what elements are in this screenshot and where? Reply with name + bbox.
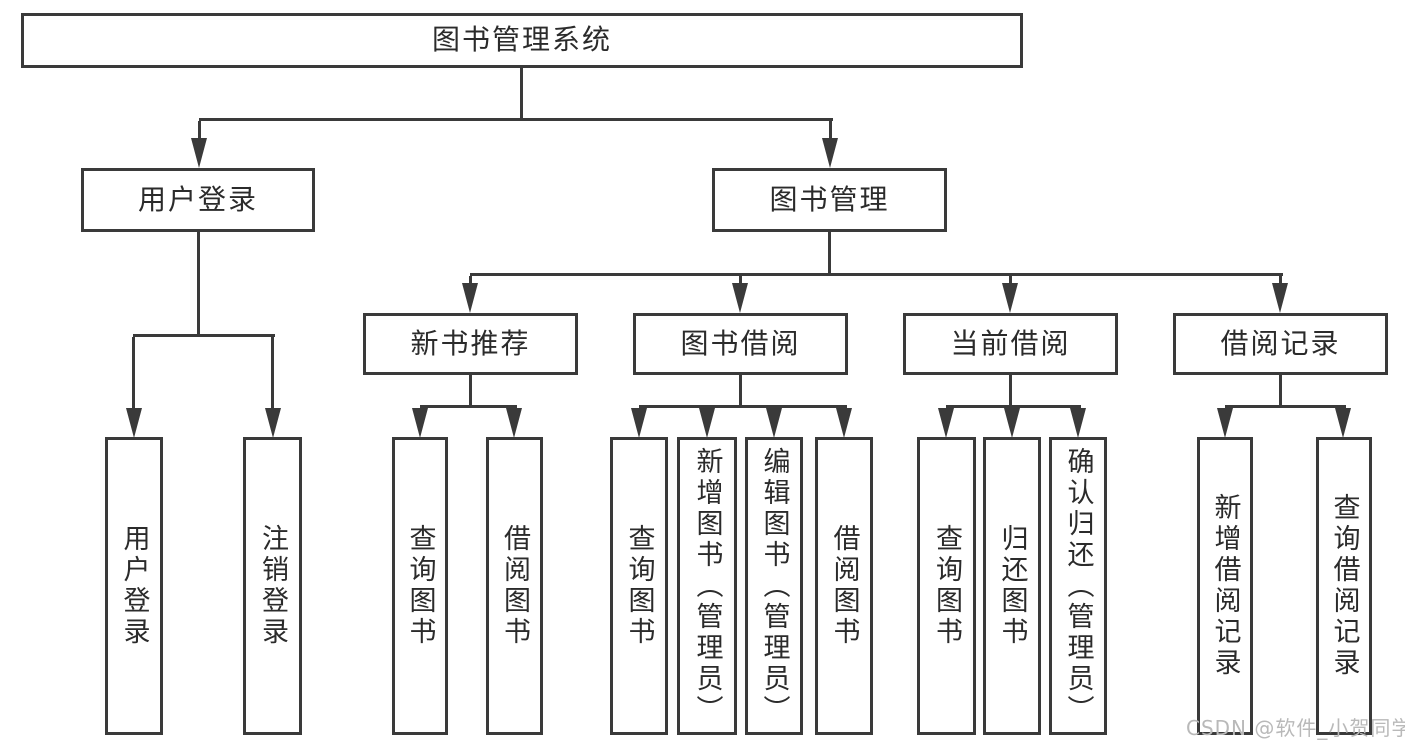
leaf-add-books-admin: 新增图书（管理员） <box>677 437 737 735</box>
connector-line <box>132 337 135 408</box>
node-user-login: 用户登录 <box>81 168 315 232</box>
node-current-borrowing: 当前借阅 <box>903 313 1118 375</box>
connector-line <box>469 276 472 283</box>
arrow-down-icon <box>462 283 478 313</box>
leaf-edit-books-admin: 编辑图书（管理员） <box>745 437 803 735</box>
arrow-down-icon <box>1272 283 1288 313</box>
connector-line <box>470 273 1283 276</box>
arrow-down-icon <box>836 408 852 438</box>
connector-line <box>420 405 517 408</box>
arrow-down-icon <box>1217 408 1233 438</box>
leaf-logout: 注销登录 <box>243 437 302 735</box>
connector-line <box>197 232 200 334</box>
connector-line <box>1225 405 1346 408</box>
connector-line <box>739 375 742 405</box>
arrow-down-icon <box>822 138 838 168</box>
arrow-down-icon <box>1004 408 1020 438</box>
arrow-down-icon <box>506 408 522 438</box>
arrow-down-icon <box>631 408 647 438</box>
arrow-down-icon <box>1070 408 1086 438</box>
watermark: CSDN @软件_小贺同学 <box>1186 716 1405 740</box>
connector-line <box>1009 375 1012 405</box>
connector-line <box>133 334 275 337</box>
leaf-query-books-1: 查询图书 <box>392 437 448 735</box>
connector-line <box>829 121 832 138</box>
leaf-query-books-3: 查询图书 <box>917 437 976 735</box>
connector-line <box>271 337 274 408</box>
arrow-down-icon <box>766 408 782 438</box>
node-new-book-recommendation: 新书推荐 <box>363 313 578 375</box>
connector-line <box>198 121 201 138</box>
leaf-borrow-books-1: 借阅图书 <box>486 437 543 735</box>
leaf-user-login: 用户登录 <box>105 437 163 735</box>
arrow-down-icon <box>412 408 428 438</box>
connector-line <box>1279 375 1282 405</box>
arrow-down-icon <box>1335 408 1351 438</box>
connector-line <box>946 405 1081 408</box>
node-book-borrowing: 图书借阅 <box>633 313 848 375</box>
node-book-management: 图书管理 <box>712 168 947 232</box>
arrow-down-icon <box>126 408 142 438</box>
connector-line <box>199 118 833 121</box>
connector-line <box>1279 276 1282 283</box>
leaf-add-borrow-record: 新增借阅记录 <box>1197 437 1253 735</box>
arrow-down-icon <box>938 408 954 438</box>
arrow-down-icon <box>699 408 715 438</box>
connector-line <box>1009 276 1012 283</box>
connector-line <box>739 276 742 283</box>
arrow-down-icon <box>732 283 748 313</box>
leaf-return-books: 归还图书 <box>983 437 1041 735</box>
arrow-down-icon <box>1002 283 1018 313</box>
leaf-query-books-2: 查询图书 <box>610 437 668 735</box>
connector-line <box>828 232 831 273</box>
node-borrowing-records: 借阅记录 <box>1173 313 1388 375</box>
leaf-borrow-books-2: 借阅图书 <box>815 437 873 735</box>
node-root: 图书管理系统 <box>21 13 1023 68</box>
connector-line <box>639 405 847 408</box>
arrow-down-icon <box>191 138 207 168</box>
arrow-down-icon <box>265 408 281 438</box>
connector-line <box>520 68 523 118</box>
leaf-confirm-return-admin: 确认归还（管理员） <box>1049 437 1107 735</box>
leaf-query-borrow-record: 查询借阅记录 <box>1316 437 1372 735</box>
connector-line <box>469 375 472 405</box>
